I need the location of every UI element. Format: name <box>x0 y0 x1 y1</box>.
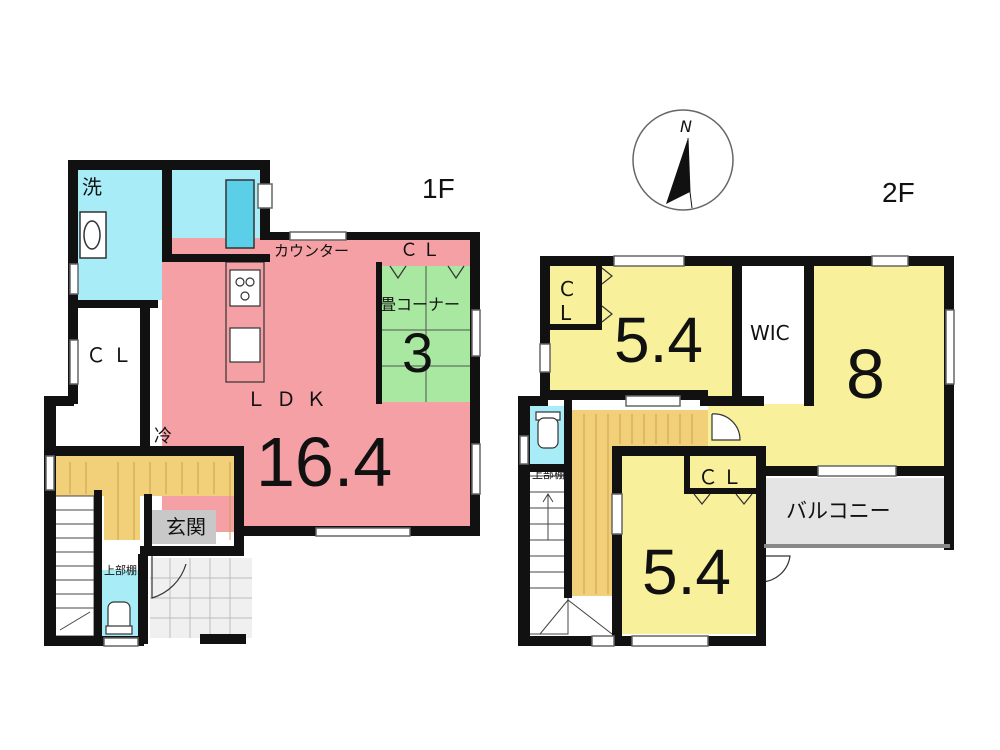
room-nw-size: 5.4 <box>614 304 703 376</box>
stairs-1f <box>53 495 95 637</box>
toilet-2f <box>535 411 561 449</box>
counter-label: カウンター <box>274 242 349 260</box>
balcony-label: バルコニー <box>786 499 891 523</box>
corridor-1f-fill <box>54 456 244 496</box>
wic-fill <box>740 264 804 404</box>
room-ne-size: 8 <box>846 335 885 413</box>
compass-south-arrow <box>687 137 693 209</box>
wood-lines-1f <box>69 462 231 540</box>
tatami-corner-label: 畳コーナー <box>380 295 460 314</box>
floor-label-1f: 1F <box>422 173 455 204</box>
room-s-size: 5.4 <box>642 536 731 608</box>
closet-nw-label-bottom: L <box>560 301 572 325</box>
corridor-2f-fill-2 <box>572 440 612 596</box>
closet-nw-label-top: C <box>560 277 574 301</box>
wic-label: WIC <box>750 321 790 345</box>
entrance-label: 玄関 <box>166 515 206 539</box>
ldk-label: ＬＤＫ <box>246 387 336 411</box>
wash-room-label: 洗 <box>82 175 102 199</box>
bathtub <box>225 179 255 249</box>
tatami-grid <box>380 266 472 402</box>
compass: N <box>632 109 734 211</box>
compass-north-label: N <box>680 117 692 136</box>
washbasin <box>79 211 107 259</box>
closet-doors-1f <box>389 265 465 280</box>
fridge-label: 冷 <box>154 426 172 447</box>
second-floor: 2F C L 5.4 WIC 8 上部棚 ＣＬ 5.4 バルコニー <box>518 177 955 647</box>
room-ne-fill <box>808 264 946 472</box>
windows-1f <box>45 183 481 647</box>
windows-2f <box>519 255 955 647</box>
corridor-1f-fill-2 <box>104 490 140 540</box>
porch-tiles <box>150 558 252 638</box>
toilet-1f <box>105 601 133 635</box>
closet-s-label: ＣＬ <box>698 465 746 489</box>
stairs-2f <box>527 475 613 635</box>
closet-label-1f: ＣＬ <box>86 343 138 367</box>
entrance-door-swing <box>151 548 187 599</box>
hall-door-swing <box>711 413 741 441</box>
closet-doors-2f <box>601 267 753 505</box>
tatami-size: 3 <box>402 321 433 384</box>
compass-north-arrow <box>666 138 690 204</box>
upper-shelf-label-1f: 上部棚 <box>104 563 137 577</box>
balcony-rail <box>764 544 950 548</box>
upper-shelf-label-2f: 上部棚 <box>532 467 565 481</box>
floor-label-2f: 2F <box>882 177 915 208</box>
entrance-floor-fill <box>152 510 216 544</box>
ldk-closet-label: ＣＬ <box>400 240 444 261</box>
balcony-fill <box>764 478 946 546</box>
first-floor: 1F 洗 ＣＬ カウンター ＣＬ 畳コーナー 3 ＬＤＫ 16.4 冷 玄関 上… <box>44 160 481 647</box>
ldk-size: 16.4 <box>256 423 392 501</box>
kitchen-stove <box>229 269 261 307</box>
wood-lines-2f <box>583 414 693 594</box>
kitchen-sink <box>229 327 261 363</box>
